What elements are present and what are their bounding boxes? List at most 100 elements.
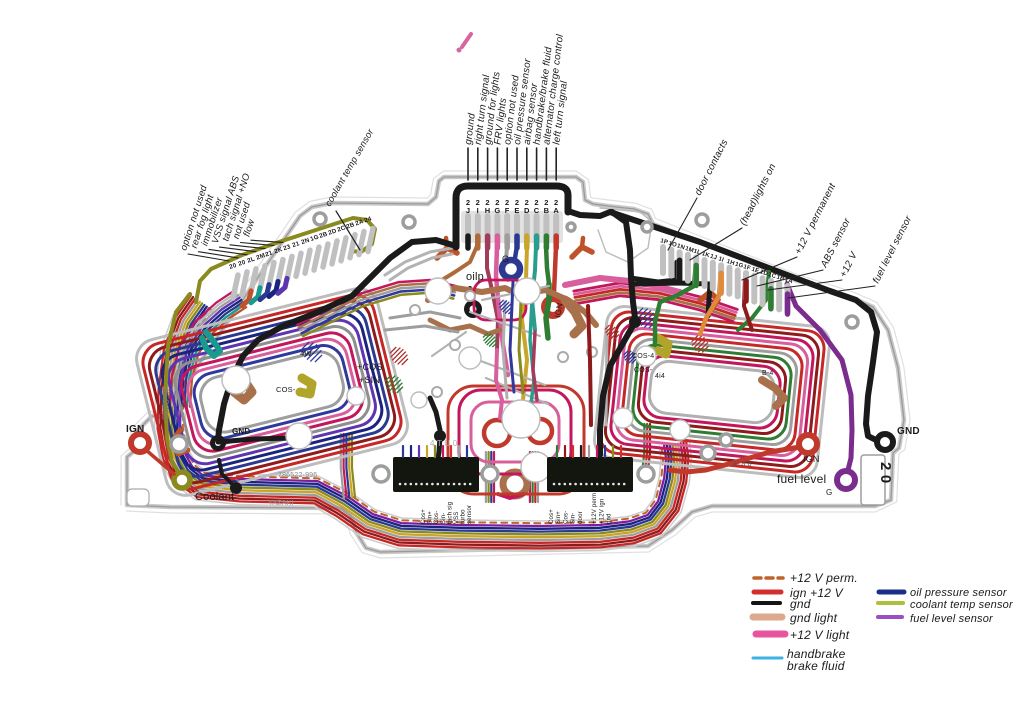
svg-text:Cos+: Cos+ <box>421 509 427 524</box>
svg-text:flow: flow <box>241 217 257 238</box>
svg-text:2: 2 <box>544 198 548 207</box>
svg-text:fuel level sensor: fuel level sensor <box>910 613 994 625</box>
svg-text:handbrake: handbrake <box>787 647 846 661</box>
svg-text:4 T U 0: 4 T U 0 <box>430 439 458 448</box>
svg-text:door contacts: door contacts <box>693 138 731 198</box>
svg-text:2C: 2C <box>336 224 346 233</box>
svg-text:ign +12 V: ign +12 V <box>790 586 844 600</box>
svg-text:24: 24 <box>363 215 373 224</box>
svg-text:brake fluid: brake fluid <box>787 659 845 673</box>
svg-text:2A: 2A <box>354 218 364 227</box>
svg-text:GND: GND <box>897 426 920 437</box>
svg-text:805598: 805598 <box>160 388 172 420</box>
svg-text:Sin+: Sin+ <box>428 511 434 524</box>
svg-text:4i4: 4i4 <box>655 373 665 380</box>
svg-text:23: 23 <box>282 243 292 252</box>
svg-text:turbo: turbo <box>461 509 467 524</box>
svg-text:4! 8 8: 4! 8 8 <box>733 461 752 468</box>
svg-text:1F: 1F <box>742 264 751 272</box>
svg-text:door: door <box>578 511 584 524</box>
svg-text:2: 2 <box>554 198 558 207</box>
svg-text:1B: 1B <box>776 275 786 283</box>
svg-text:COS-: COS- <box>276 385 296 394</box>
svg-text:2B: 2B <box>345 221 355 230</box>
svg-text:Cos+: Cos+ <box>549 509 555 524</box>
svg-text:2: 2 <box>515 198 519 207</box>
svg-text:Cos-: Cos- <box>563 511 569 524</box>
svg-text:YAZAKI: YAZAKI <box>268 500 294 507</box>
svg-text:+12V perm: +12V perm <box>592 493 598 524</box>
svg-text:1G: 1G <box>309 234 319 243</box>
svg-text:1M: 1M <box>684 246 694 254</box>
svg-text:20: 20 <box>228 262 238 271</box>
svg-text:I: I <box>477 206 479 215</box>
svg-text:IGN: IGN <box>553 302 564 318</box>
svg-text:2N: 2N <box>300 237 310 246</box>
svg-text:2: 2 <box>495 198 499 207</box>
svg-text:1E: 1E <box>751 267 760 275</box>
svg-text:+COS: +COS <box>357 362 383 372</box>
svg-text:21: 21 <box>264 249 274 258</box>
svg-text:COS-: COS- <box>634 367 653 374</box>
svg-text:GND: GND <box>232 427 250 436</box>
svg-text:Sin-: Sin- <box>571 513 577 524</box>
svg-text:coolant temp sensor: coolant temp sensor <box>323 127 376 208</box>
svg-text:coolant temp sensor: coolant temp sensor <box>910 599 1014 611</box>
svg-text:oil pressure sensor: oil pressure sensor <box>910 587 1008 599</box>
svg-text:786522-996: 786522-996 <box>278 472 317 479</box>
svg-text:4W-: 4W- <box>300 349 315 358</box>
svg-text:2D: 2D <box>327 227 337 236</box>
svg-text:2L: 2L <box>246 256 256 265</box>
svg-text:2: 2 <box>534 198 538 207</box>
svg-text:1P: 1P <box>659 238 668 246</box>
svg-text:VSS: VSS <box>454 511 460 524</box>
svg-text:Sin+: Sin+ <box>556 511 562 524</box>
svg-text:gnd: gnd <box>790 597 811 611</box>
svg-text:gnd: gnd <box>607 513 613 524</box>
svg-text:Sin-: Sin- <box>441 513 447 524</box>
svg-text:2M: 2M <box>255 252 266 262</box>
svg-text:1N: 1N <box>676 243 685 251</box>
svg-text:1O: 1O <box>668 241 678 249</box>
svg-text:+12 V perm.: +12 V perm. <box>790 571 858 585</box>
svg-text:gnd light: gnd light <box>790 611 838 625</box>
svg-text:2: 2 <box>485 198 489 207</box>
svg-text:2K: 2K <box>273 246 283 255</box>
svg-text:1D: 1D <box>759 269 769 277</box>
svg-text:IGN: IGN <box>803 454 820 464</box>
svg-text:1C: 1C <box>767 272 777 280</box>
svg-text:2: 2 <box>466 198 470 207</box>
svg-text:+12 V light: +12 V light <box>790 628 850 642</box>
svg-text:fuel level: fuel level <box>777 472 826 486</box>
svg-text:2: 2 <box>476 198 480 207</box>
svg-text:tach sig: tach sig <box>447 502 453 524</box>
svg-text:COS-4: COS-4 <box>632 353 654 360</box>
svg-text:G: G <box>826 488 832 497</box>
svg-text:E: E <box>514 206 519 215</box>
svg-text:fuel level sensor: fuel level sensor <box>871 214 915 286</box>
svg-text:B: B <box>544 206 550 215</box>
svg-text:Cos-: Cos- <box>434 511 440 524</box>
svg-text:G: G <box>502 254 509 264</box>
svg-text:G: G <box>494 206 500 215</box>
svg-text:21: 21 <box>291 240 301 249</box>
svg-text:Coolant: Coolant <box>195 491 234 503</box>
svg-text:IGN: IGN <box>126 424 144 435</box>
svg-text:1K: 1K <box>701 251 711 259</box>
svg-text:1I: 1I <box>718 256 725 263</box>
svg-text:2: 2 <box>505 198 509 207</box>
svg-text:sensor: sensor <box>467 505 473 524</box>
svg-text:B-4: B-4 <box>762 370 774 377</box>
svg-text:J: J <box>466 206 470 215</box>
svg-text:F: F <box>505 206 510 215</box>
svg-text:oilp: oilp <box>466 271 484 283</box>
svg-text:(head)lights on: (head)lights on <box>738 162 779 227</box>
svg-text:2: 2 <box>525 198 529 207</box>
svg-text:1A: 1A <box>784 277 794 285</box>
svg-text:2 0: 2 0 <box>877 462 894 483</box>
svg-text:H: H <box>485 206 491 215</box>
svg-text:1G: 1G <box>734 262 744 270</box>
svg-text:1H: 1H <box>726 259 735 267</box>
svg-text:C: C <box>534 206 540 215</box>
svg-text:1J: 1J <box>709 254 718 262</box>
